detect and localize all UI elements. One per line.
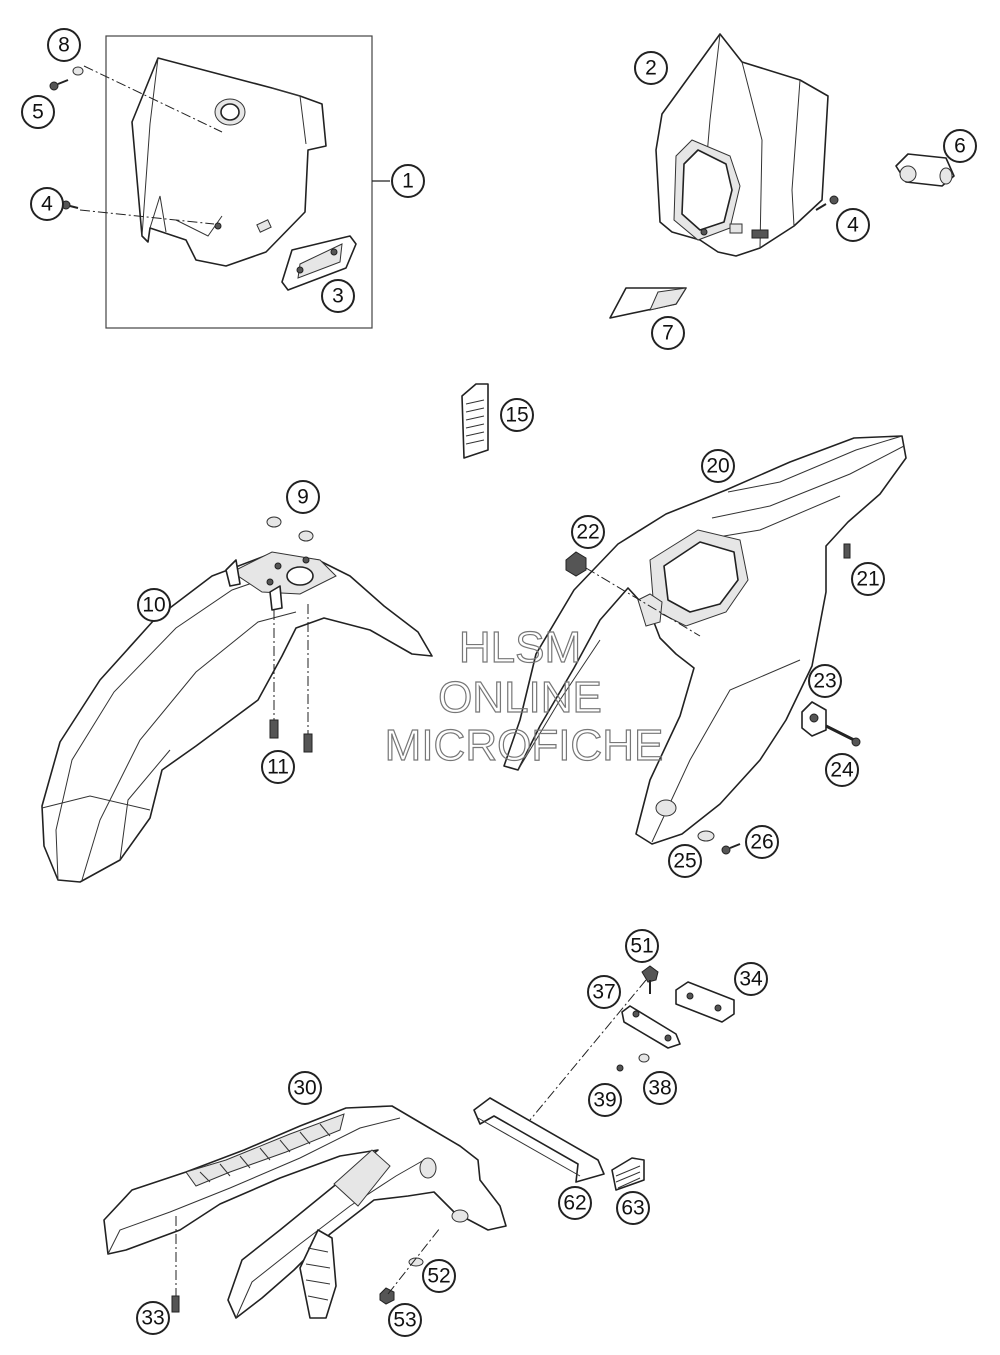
callout-2: 2: [634, 51, 668, 85]
watermark-line-1: HLSM: [459, 623, 581, 672]
grommet-part-23: [801, 701, 827, 737]
pad-part-63: [611, 1157, 645, 1191]
callout-39: 39: [588, 1083, 622, 1117]
washer-part-38: [638, 1053, 650, 1063]
svg-text:26: 26: [750, 831, 773, 854]
screw-part-4-right: [815, 195, 839, 211]
callout-63: 63: [616, 1191, 650, 1225]
callout-62: 62: [558, 1186, 592, 1220]
screw-part-21: [843, 543, 851, 559]
washers-part-9: [266, 516, 314, 542]
clamp-part-6: [895, 153, 955, 187]
svg-text:63: 63: [621, 1197, 644, 1220]
callout-30: 30: [288, 1071, 322, 1105]
callout-51: 51: [625, 929, 659, 963]
svg-text:2: 2: [645, 57, 657, 80]
svg-text:37: 37: [592, 981, 615, 1004]
svg-text:38: 38: [648, 1077, 671, 1100]
svg-text:52: 52: [427, 1265, 450, 1288]
callout-3: 3: [321, 279, 355, 313]
svg-text:51: 51: [630, 935, 653, 958]
svg-text:4: 4: [847, 214, 859, 237]
watermark-line-2: ONLINE: [438, 673, 602, 722]
group-1-frame: [105, 35, 390, 329]
callout-8: 8: [47, 28, 81, 62]
svg-text:24: 24: [830, 759, 854, 782]
callout-25: 25: [668, 844, 702, 878]
washer-part-25: [697, 830, 715, 842]
watermark: HLSM ONLINE MICROFICHE: [384, 622, 664, 770]
svg-text:6: 6: [954, 135, 966, 158]
svg-text:5: 5: [32, 101, 44, 124]
rear-subframe-part-30: [103, 1105, 507, 1319]
svg-text:4: 4: [41, 193, 53, 216]
callout-5: 5: [21, 95, 55, 129]
callout-53: 53: [388, 1303, 422, 1337]
callout-34: 34: [734, 962, 768, 996]
callout-21: 21: [851, 562, 885, 596]
callout-38: 38: [643, 1071, 677, 1105]
callout-22: 22: [571, 515, 605, 549]
callout-1: 1: [391, 164, 425, 198]
bracket-part-37: [621, 1005, 681, 1049]
headlight-mask: [131, 57, 327, 267]
watermark-line-3: MICROFICHE: [385, 721, 664, 770]
bolts-part-11: [269, 604, 313, 753]
nut-part-22: [565, 551, 701, 637]
svg-text:3: 3: [332, 285, 344, 308]
plate-part-34: [675, 981, 735, 1023]
callout-37: 37: [587, 975, 621, 1009]
callout-26: 26: [745, 825, 779, 859]
screw-part-26: [721, 843, 741, 855]
filter-pad-part-15: [461, 383, 489, 459]
svg-text:22: 22: [576, 521, 599, 544]
headlight-mask-part-2: [655, 33, 829, 257]
callout-15: 15: [500, 398, 534, 432]
callout-7: 7: [651, 316, 685, 350]
callout-52: 52: [422, 1259, 456, 1293]
svg-text:53: 53: [393, 1309, 416, 1332]
svg-text:25: 25: [673, 850, 696, 873]
svg-text:23: 23: [813, 670, 836, 693]
svg-text:62: 62: [563, 1192, 586, 1215]
svg-text:9: 9: [297, 486, 309, 509]
svg-text:30: 30: [293, 1077, 316, 1100]
svg-text:8: 8: [58, 34, 70, 57]
bracket-part-3: [281, 235, 357, 291]
callout-4-left: 4: [30, 187, 64, 221]
svg-text:21: 21: [856, 568, 879, 591]
callout-20: 20: [701, 449, 735, 483]
callout-10: 10: [137, 588, 171, 622]
callout-11: 11: [261, 750, 295, 784]
callout-9: 9: [286, 480, 320, 514]
callout-4-right: 4: [836, 208, 870, 242]
screw-part-4-left: [61, 200, 79, 210]
svg-text:39: 39: [593, 1089, 616, 1112]
svg-text:34: 34: [739, 968, 763, 991]
rear-fender-part-20: [503, 435, 907, 845]
nut-part-39: [616, 1064, 624, 1072]
bolt-part-24: [825, 724, 861, 747]
sticker-part-7: [609, 287, 687, 319]
svg-text:33: 33: [141, 1307, 164, 1330]
svg-text:15: 15: [505, 404, 528, 427]
nut-part-53: [379, 1227, 441, 1305]
screw-part-5: [49, 79, 69, 91]
washer-part-8: [72, 66, 84, 76]
callout-33: 33: [136, 1301, 170, 1335]
svg-text:10: 10: [142, 594, 165, 617]
screw-part-51: [641, 965, 659, 994]
bolt-part-33: [171, 1216, 180, 1313]
callout-6: 6: [943, 129, 977, 163]
svg-text:20: 20: [706, 455, 729, 478]
front-fender-part-10: [41, 551, 433, 883]
bracket-part-62: [473, 1097, 605, 1183]
svg-text:1: 1: [402, 170, 414, 193]
svg-text:11: 11: [267, 756, 289, 779]
callout-23: 23: [808, 664, 842, 698]
callout-24: 24: [825, 753, 859, 787]
svg-text:7: 7: [662, 322, 674, 345]
